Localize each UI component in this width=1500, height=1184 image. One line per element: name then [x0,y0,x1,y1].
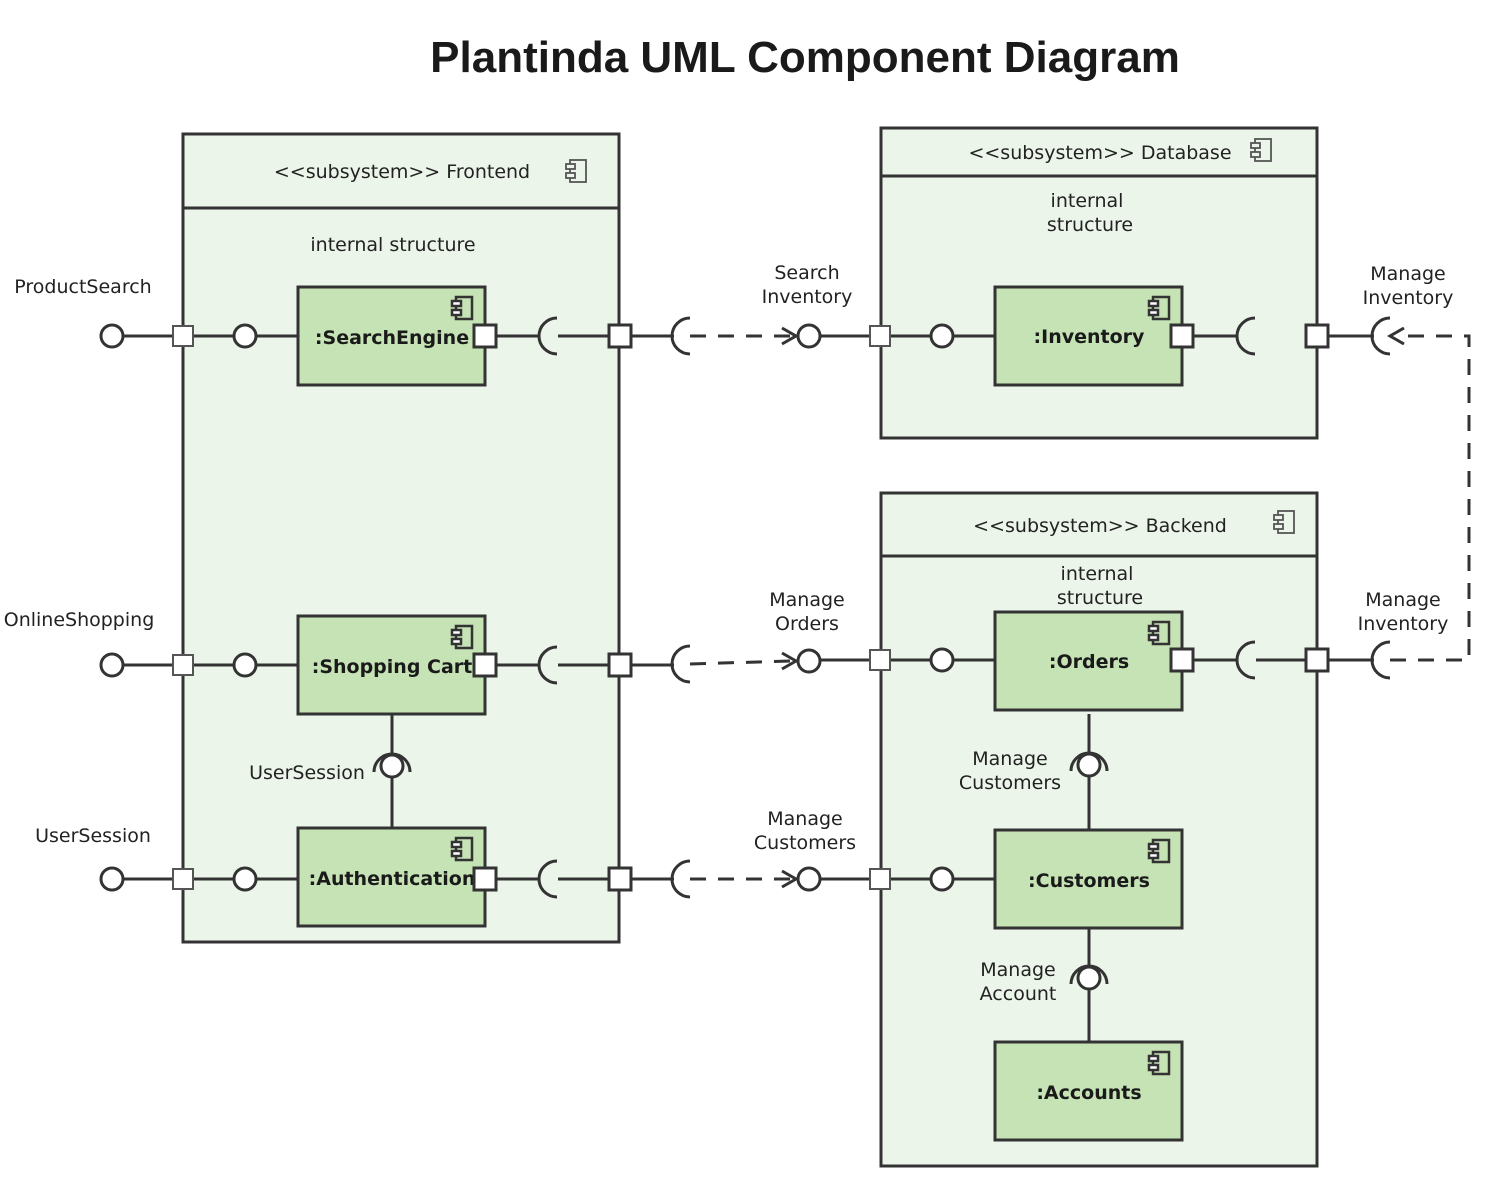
database-internal-label-line1: internal [1051,190,1124,212]
component-label: :Accounts [1036,1082,1141,1104]
backend-internal-label-line1: internal [1061,563,1134,585]
label-user-session-internal: UserSession [249,762,365,784]
label-manage-inventory-be-line2: Inventory [1358,613,1449,635]
label-search-inventory-line2: Inventory [762,286,853,308]
label-manage-inventory-db-line1: Manage [1370,263,1445,285]
interface-sockets [372,316,1391,985]
label-manage-customers-int-line2: Customers [959,772,1061,794]
label-user-session-external: UserSession [35,825,151,847]
component-label: :Shopping Cart [312,656,473,678]
component-label: :SearchEngine [315,327,469,349]
label-manage-inventory-be-line1: Manage [1365,589,1440,611]
label-manage-orders-line1: Manage [769,589,844,611]
component-label: :Inventory [1034,326,1145,348]
label-manage-orders-line2: Orders [775,613,839,635]
frontend-subsystem: <<subsystem>> Frontend internal structur… [181,132,621,944]
frontend-internal-label: internal structure [310,234,475,256]
component-search-engine[interactable]: :SearchEngine [296,285,487,387]
label-online-shopping: OnlineShopping [4,609,155,631]
label-search-inventory-line1: Search [774,262,839,284]
label-product-search: ProductSearch [14,276,151,298]
label-manage-customers-ext-line1: Manage [767,808,842,830]
frontend-header: <<subsystem>> Frontend [274,161,530,183]
component-label: :Orders [1049,651,1129,673]
component-authentication[interactable]: :Authentication [296,826,487,928]
label-manage-account-line2: Account [980,983,1057,1005]
backend-internal-label-line2: structure [1057,587,1143,609]
database-subsystem: <<subsystem>> Database internal structur… [879,126,1319,440]
component-shopping-cart[interactable]: :Shopping Cart [296,614,487,716]
component-inventory[interactable]: :Inventory [993,285,1184,387]
component-orders[interactable]: :Orders [993,610,1184,712]
component-label: :Authentication [309,868,476,890]
label-manage-account-line1: Manage [980,959,1055,981]
database-internal-label-line2: structure [1047,214,1133,236]
database-header: <<subsystem>> Database [968,142,1231,164]
component-label: :Customers [1028,870,1150,892]
ports [172,323,1330,892]
interface-balls [99,323,1102,991]
dependency-arrows [689,326,1471,889]
component-customers[interactable]: :Customers [993,828,1184,930]
interface-labels: ProductSearch OnlineShopping UserSession… [4,262,1454,1005]
label-manage-inventory-db-line2: Inventory [1363,287,1454,309]
diagram-title: Plantinda UML Component Diagram [430,33,1180,82]
label-manage-customers-int-line1: Manage [972,748,1047,770]
backend-header: <<subsystem>> Backend [973,515,1227,537]
component-accounts[interactable]: :Accounts [993,1040,1184,1142]
label-manage-customers-ext-line2: Customers [754,832,856,854]
